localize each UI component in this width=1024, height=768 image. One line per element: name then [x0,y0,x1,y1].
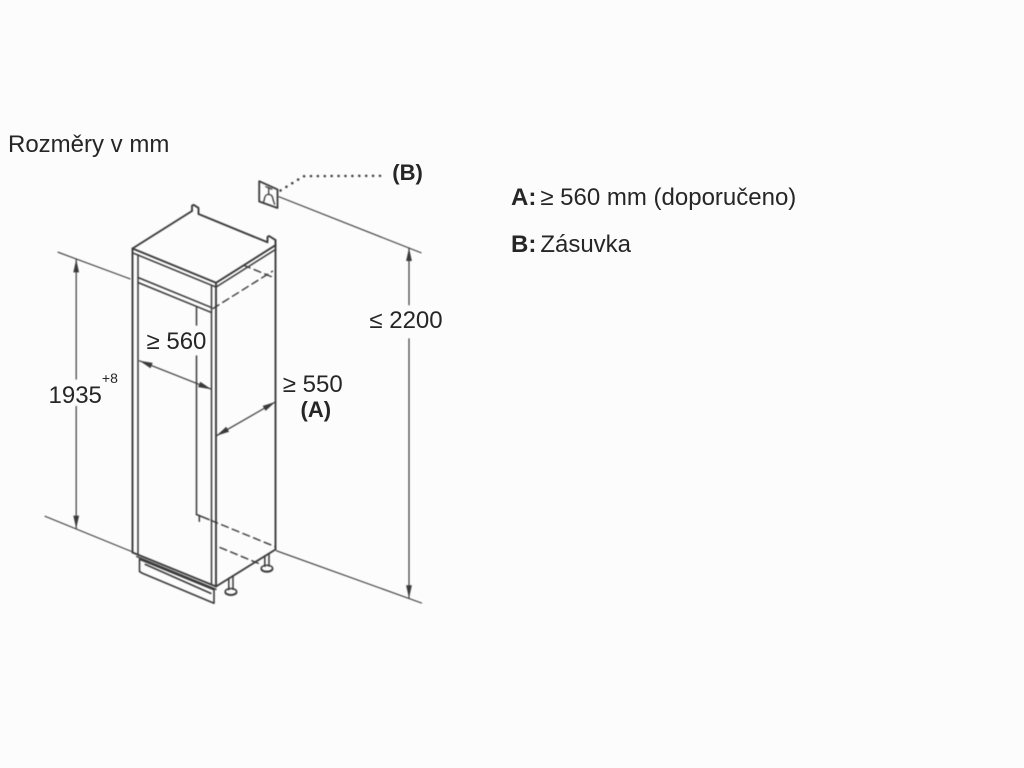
legend-text-b: Zásuvka [540,230,632,258]
socket-callout-label: (B) [392,160,423,185]
plinth [138,558,215,604]
front-foot-icon [224,575,238,597]
hidden-edges-dashed [210,264,277,566]
adjustable-feet [224,553,274,597]
page-title: Rozměry v mm [8,130,170,158]
legend-key-b: B: [511,230,537,258]
depth-key-label: (A) [300,397,332,422]
back-foot-icon [260,553,274,573]
dimension-label-depth: ≥ 550 [282,370,343,398]
tolerance-superscript: +8 [101,369,118,386]
dimension-arrowheads [73,248,412,599]
dimension-lines [75,247,410,599]
legend-text-a: ≥ 560 mm (doporučeno) [540,183,797,211]
cabinet-outline [131,203,277,588]
legend-key-a: A: [511,183,537,211]
extension-lines [44,196,423,604]
legend-item-b: B: Zásuvka [511,230,632,258]
legend-item-a: A: ≥ 560 mm (doporučeno) [511,183,797,211]
power-socket-icon [258,180,279,209]
dimension-label-niche-width: ≥ 560 [146,328,207,356]
dimension-label-niche-height: 1935+8 [48,369,118,409]
dimension-label-total-height: ≤ 2200 [369,306,443,334]
socket-dotted-leader-line [279,174,385,192]
cabinet-inner-edges [131,248,277,591]
